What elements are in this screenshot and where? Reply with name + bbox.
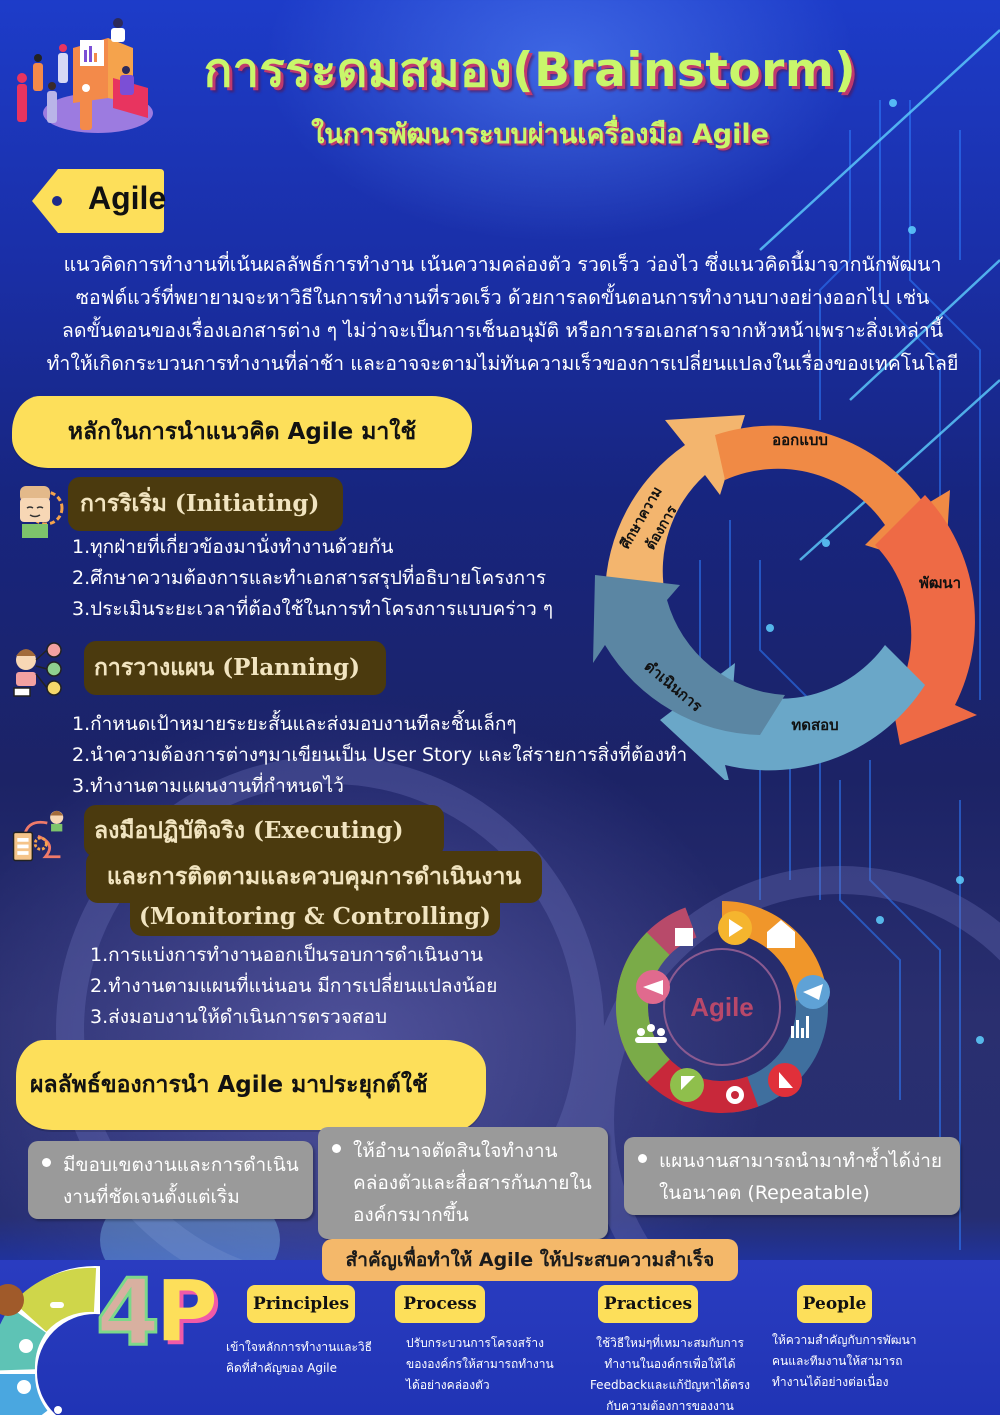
stage-design-label: ออกแบบ [772, 431, 828, 449]
page-title: การระดมสมอง(Brainstorm) [203, 43, 857, 98]
four-p-process: Process [395, 1285, 485, 1323]
list-item: 1.ทุกฝ่ายที่เกี่ยวข้องมานั่งทำงานด้วยกัน [72, 536, 394, 558]
intro-line: ลดขั้นตอนของเรื่องเอกสารต่าง ๆ ไม่ว่าจะเ… [61, 319, 944, 342]
four-p-process-desc: ปรับกระบวนการโครงสร้าง ขององค์กรให้สามาร… [406, 1336, 554, 1392]
page-subtitle: ในการพัฒนาระบบผ่านเครื่องมือ Agile [311, 119, 769, 150]
four-p-banner: สำคัญเพื่อทำให้ Agile ให้ประสบความสำเร็จ [322, 1239, 738, 1281]
step-executing-list: 1.การแบ่งการทำงานออกเป็นรอบการดำเนินงาน … [90, 940, 497, 1033]
stage-develop-label: พัฒนา [919, 574, 961, 592]
team-planning-icon [13, 642, 62, 697]
stage-test-label: ทดสอบ [791, 716, 838, 734]
team-gear-icon [17, 1380, 31, 1394]
intro-line: ซอฟต์แวร์ที่พยายามจะหาวิธีในการทำงานที่ร… [75, 286, 930, 309]
list-item: 3.ส่งมอบงานให้ดำเนินการตรวจสอบ [90, 1006, 388, 1028]
list-item: 1.กำหนดเป้าหมายระยะสั้นและส่งมอบงานทีละช… [72, 713, 517, 735]
step-planning-list: 1.กำหนดเป้าหมายระยะสั้นและส่งมอบงานทีละช… [72, 709, 687, 802]
svg-text:P: P [156, 1262, 218, 1360]
workflow-cycle-icon [12, 810, 64, 862]
svg-text:P: P [160, 1266, 222, 1362]
four-p-practices-desc: ใช้วิธีใหม่ๆที่เหมาะสมกับการ ทำงานในองค์… [589, 1336, 751, 1413]
step-monitoring-title: และการติดตามและควบคุมการดำเนินงาน [86, 851, 542, 903]
list-item: 3.ทำงานตามแผนงานที่กำหนดไว้ [72, 775, 344, 797]
brain-person-icon [20, 486, 64, 538]
four-p-side-wheel [0, 1266, 100, 1415]
svg-text:4: 4 [96, 1262, 160, 1362]
bullet-icon [332, 1144, 341, 1153]
agile-wheel-diagram: Agile [616, 900, 830, 1113]
four-p-logo: 4 P P [95, 1262, 222, 1362]
intro-line: แนวคิดการทำงานที่เน้นผลลัพธ์การทำงาน เน้… [63, 253, 942, 276]
link-icon [50, 1302, 64, 1308]
principles-heading: หลักในการนำแนวคิด Agile มาใช้ [12, 396, 472, 468]
list-item: 3.ประเมินระยะเวลาที่ต้องใช้ในการทำโครงกา… [72, 598, 554, 620]
result-item: ให้อำนาจตัดสินใจทำงาน คล่องตัวและสื่อสาร… [318, 1127, 608, 1239]
step-initiating-title: การริเริ่ม (Initiating) [68, 477, 343, 531]
step-initiating-list: 1.ทุกฝ่ายที่เกี่ยวข้องมานั่งทำงานด้วยกัน… [72, 532, 553, 625]
wheel-center-label: Agile [690, 992, 754, 1022]
step-monitoring-subtitle: (Monitoring & Controlling) [130, 896, 500, 936]
bullet-icon [42, 1158, 51, 1167]
four-p-people: People [797, 1285, 872, 1323]
intro-paragraph: แนวคิดการทำงานที่เน้นผลลัพธ์การทำงาน เน้… [20, 248, 985, 380]
four-p-principles: Principles [247, 1285, 355, 1323]
tag-icon [32, 169, 164, 233]
list-item: 2.ทำงานตามแผนที่แน่นอน มีการเปลี่ยนแปลงน… [90, 975, 498, 997]
result-item: มีขอบเขตงานและการดำเนิน งานที่ชัดเจนตั้ง… [28, 1141, 313, 1219]
four-p-principles-desc: เข้าใจหลักการทำงานและวิธี คิดที่สำคัญของ… [226, 1340, 372, 1375]
step-planning-title: การวางแผน (Planning) [84, 641, 386, 695]
results-heading: ผลลัพธ์ของการนำ Agile มาประยุกต์ใช้ [16, 1040, 486, 1130]
step-executing-title: ลงมือปฏิบัติจริง (Executing) [84, 805, 444, 857]
list-item: 2.ศึกษาความต้องการและทำเอกสารสรุปที่อธิบ… [72, 567, 547, 589]
result-item: แผนงานสามารถนำมาทำซ้ำได้ง่าย ในอนาคต (Re… [624, 1137, 960, 1215]
intro-line: ทำให้เกิดกระบวนการทำงานที่ล่าช้า และอาจจ… [46, 352, 959, 375]
agile-tag-label: Agile [88, 180, 167, 216]
four-p-people-desc: ให้ความสำคัญกับการพัฒนา คนและทีมงานให้สา… [772, 1333, 917, 1389]
org-chart-icon [54, 1406, 62, 1414]
list-item: 2.นำความต้องการต่างๆมาเขียนเป็น User Sto… [72, 744, 688, 766]
four-p-practices: Practices [598, 1285, 698, 1323]
list-item: 1.การแบ่งการทำงานออกเป็นรอบการดำเนินงาน [90, 944, 483, 966]
globe-network-icon [19, 1339, 33, 1353]
sdlc-cycle-diagram: ออกแบบ พัฒนา ทดสอบ ดำเนินการ ศึกษาความ ต… [593, 415, 977, 780]
team-pie-chart-illustration [17, 18, 153, 133]
bullet-icon [638, 1154, 647, 1163]
